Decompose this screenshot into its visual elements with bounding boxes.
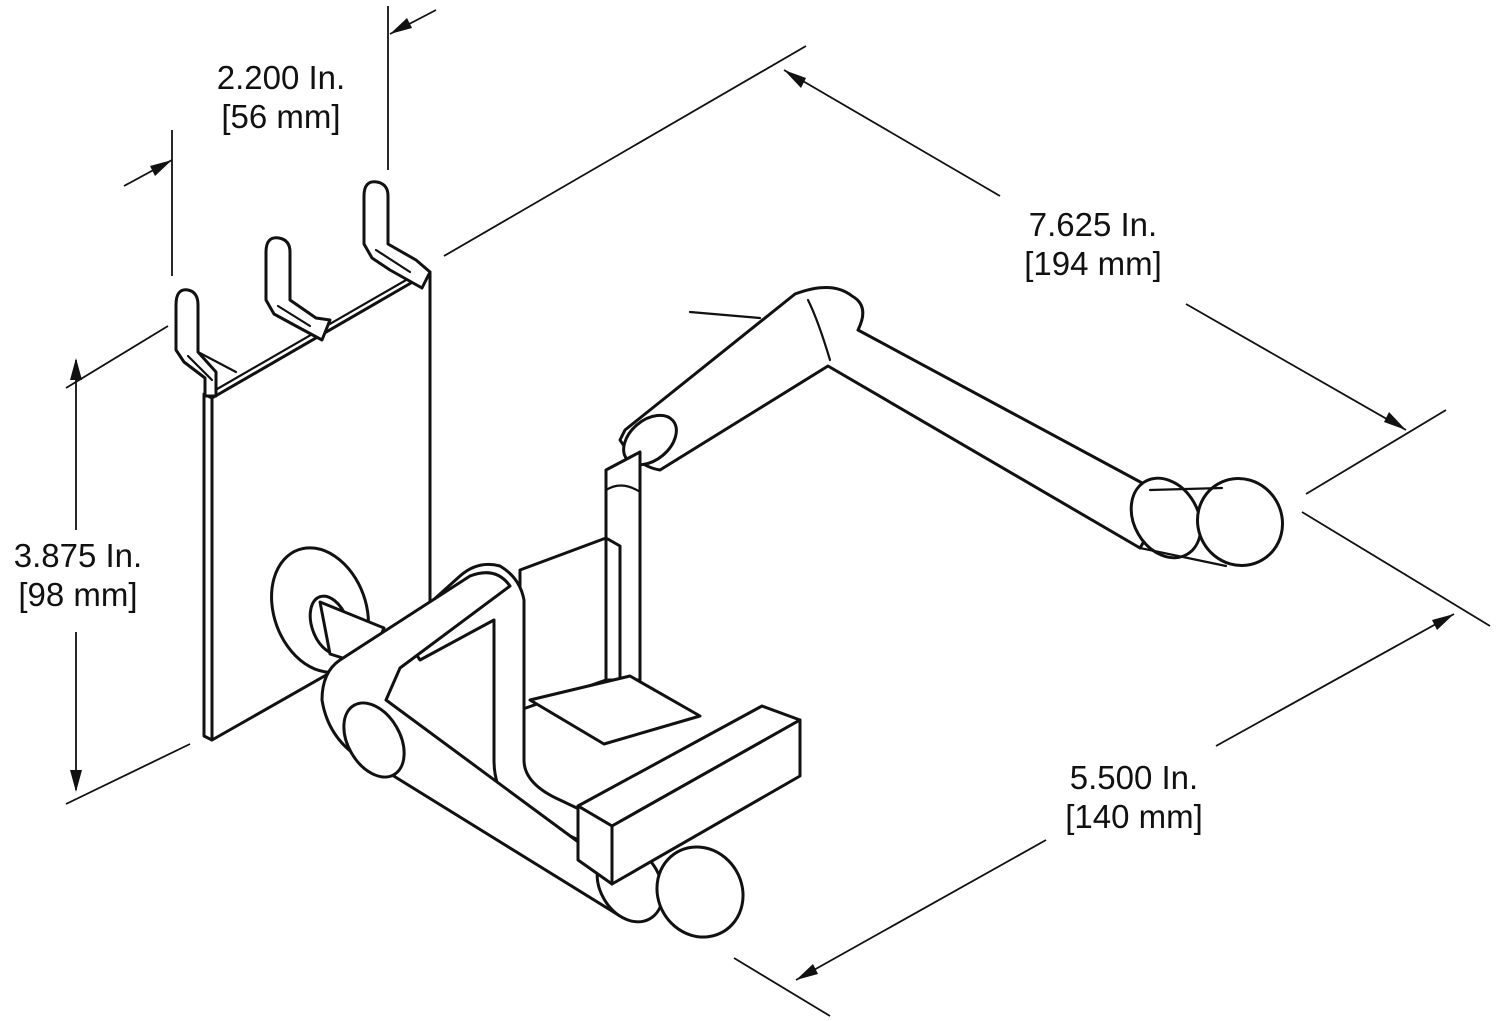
hook-left (174, 288, 238, 398)
dimension-width-lines (123, 6, 437, 276)
hook-middle (264, 236, 332, 342)
dimension-depth-lines (733, 511, 1491, 1017)
dimension-depth-inches: 5.500 In. (1069, 759, 1199, 796)
dimension-length-label: 7.625 In. [194 mm] (1008, 205, 1178, 283)
dimension-height-mm: [98 mm] (18, 576, 138, 613)
dimension-depth-mm: [140 mm] (1065, 798, 1203, 835)
dimension-length-mm: [194 mm] (1024, 245, 1162, 282)
dimension-depth-label: 5.500 In. [140 mm] (1044, 758, 1224, 836)
bracket (518, 536, 702, 746)
dimension-length-inches: 7.625 In. (1028, 206, 1158, 243)
dimension-height-inches: 3.875 In. (13, 537, 143, 574)
dimension-width-mm: [56 mm] (221, 98, 341, 135)
front-bar (576, 704, 802, 886)
dimension-length-lines (443, 45, 1447, 495)
lower-arm (320, 571, 745, 939)
dimension-height-lines (65, 325, 191, 805)
dimension-width-inches: 2.200 In. (216, 59, 346, 96)
dimension-height-label: 3.875 In. [98 mm] (0, 536, 156, 614)
hook-right (362, 180, 432, 290)
upper-arm (618, 286, 1285, 568)
dimension-width-label: 2.200 In. [56 mm] (196, 58, 366, 136)
